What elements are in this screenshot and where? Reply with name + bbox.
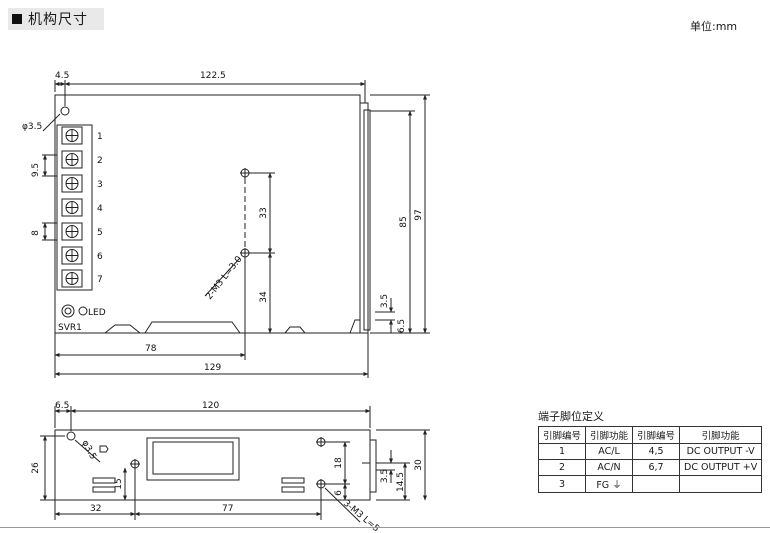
table-cell: AC/L bbox=[585, 443, 634, 460]
section-title: 机构尺寸 bbox=[8, 8, 104, 30]
pin-table-title: 端子脚位定义 bbox=[538, 410, 604, 423]
mounting-hole bbox=[60, 106, 70, 116]
table-cell: 6,7 bbox=[632, 459, 681, 476]
dim-32: 32 bbox=[90, 504, 101, 514]
pin-definition-table: 引脚编号 引脚功能 引脚编号 引脚功能 1 AC/L 4,5 DC OUTPUT… bbox=[537, 426, 763, 493]
dim-9-5: 9.5 bbox=[31, 163, 41, 177]
dim-33: 33 bbox=[259, 207, 269, 218]
table-cell: DC OUTPUT +V bbox=[679, 459, 763, 476]
table-cell bbox=[679, 475, 763, 493]
terminal-number: 7 bbox=[97, 275, 103, 285]
led-label: LED bbox=[88, 308, 106, 318]
dim-120: 120 bbox=[202, 401, 219, 411]
terminal-block bbox=[56, 124, 93, 291]
table-row: 3 FG ⏚ bbox=[537, 475, 763, 493]
led-indicator bbox=[78, 306, 88, 316]
table-cell: FG ⏚ bbox=[585, 475, 634, 493]
dim-26: 26 bbox=[31, 462, 41, 474]
side-mounting-hole bbox=[66, 431, 76, 441]
dim-14-5: 14.5 bbox=[396, 472, 406, 492]
terminal-number: 2 bbox=[97, 156, 103, 166]
terminal-number: 6 bbox=[97, 252, 103, 262]
dim-18: 18 bbox=[334, 457, 344, 469]
screw-spec-top: 2-M3 L=3.0 bbox=[204, 254, 244, 302]
column-header: 引脚编号 bbox=[537, 426, 587, 444]
side-view bbox=[40, 406, 430, 523]
terminal-number: 3 bbox=[97, 180, 103, 190]
dim-4-5: 4.5 bbox=[55, 71, 69, 81]
svr-label: SVR1 bbox=[58, 323, 82, 333]
dim-hole-dia-side: φ3.5 bbox=[79, 439, 97, 462]
terminal-number: 1 bbox=[97, 132, 103, 142]
dim-3-5-side: 3.5 bbox=[380, 469, 390, 483]
dim-97: 97 bbox=[414, 209, 424, 220]
dim-129: 129 bbox=[204, 363, 221, 373]
dim-30: 30 bbox=[414, 459, 424, 471]
dim-hole-dia: φ3.5 bbox=[22, 122, 42, 132]
column-header: 引脚编号 bbox=[632, 426, 681, 444]
unit-label: 单位:mm bbox=[690, 20, 738, 33]
section-title-text: 机构尺寸 bbox=[28, 12, 88, 28]
dim-8: 8 bbox=[31, 230, 41, 236]
dim-78: 78 bbox=[145, 344, 157, 354]
bottom-tab bbox=[104, 324, 141, 334]
column-header: 引脚功能 bbox=[679, 426, 763, 444]
dim-6-5-side: 6.5 bbox=[55, 401, 69, 411]
table-cell: 3 bbox=[537, 475, 587, 493]
table-cell: 1 bbox=[537, 443, 587, 460]
divider bbox=[0, 527, 770, 528]
dim-122-5: 122.5 bbox=[200, 71, 226, 81]
column-header: 引脚功能 bbox=[585, 426, 634, 444]
side-screw-holes bbox=[130, 437, 326, 489]
dim-6-5-top: 6.5 bbox=[397, 319, 407, 333]
square-bullet-icon bbox=[12, 14, 22, 24]
screw-holes bbox=[240, 168, 250, 258]
table-row: 2 AC/N 6,7 DC OUTPUT +V bbox=[537, 459, 763, 476]
ac-inlet-cutout bbox=[146, 437, 240, 481]
table-header-row: 引脚编号 引脚功能 引脚编号 引脚功能 bbox=[537, 426, 763, 444]
dim-34: 34 bbox=[259, 291, 269, 303]
table-row: 1 AC/L 4,5 DC OUTPUT -V bbox=[537, 443, 763, 460]
top-view bbox=[42, 80, 430, 378]
table-cell: 4,5 bbox=[632, 443, 681, 460]
dim-15: 15 bbox=[114, 478, 124, 489]
dim-77: 77 bbox=[222, 504, 233, 514]
vent-slots bbox=[92, 477, 305, 493]
table-cell: 2 bbox=[537, 459, 587, 476]
side-chassis-outline bbox=[54, 429, 371, 501]
side-flange bbox=[363, 109, 371, 331]
table-cell bbox=[632, 475, 681, 493]
table-cell: DC OUTPUT -V bbox=[679, 443, 763, 460]
dim-85: 85 bbox=[399, 216, 409, 227]
dim-3-5-top: 3.5 bbox=[380, 294, 390, 308]
terminal-number: 5 bbox=[97, 228, 103, 238]
terminal-number: 4 bbox=[97, 204, 103, 214]
table-cell: AC/N bbox=[585, 459, 634, 476]
svr-potentiometer bbox=[61, 304, 75, 318]
terminal-numbers: 1 2 3 4 5 6 7 bbox=[97, 132, 103, 285]
terminal-screws bbox=[61, 126, 83, 288]
dim-6: 6 bbox=[334, 490, 344, 496]
